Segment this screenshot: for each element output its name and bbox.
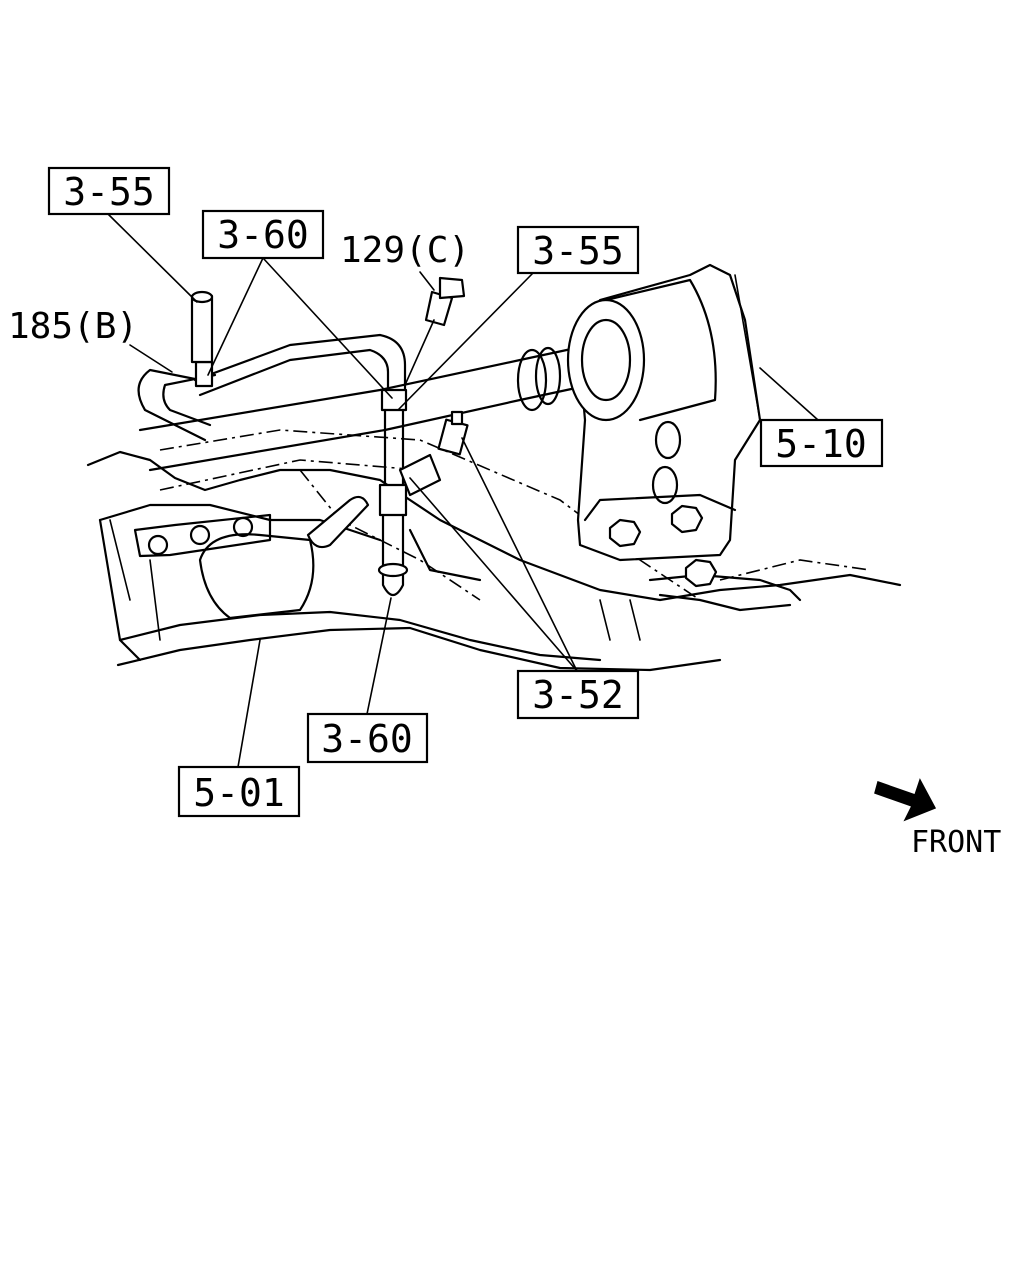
callout-label: 3-52 [532,673,624,717]
callout-label: 185(B) [8,306,138,347]
callout-label: 5-01 [193,771,285,815]
frame-rail [86,429,902,672]
callout-label: 3-60 [321,717,413,761]
callout-3-60-top: 3-60 [201,209,325,260]
callout-label: 129(C) [340,230,470,271]
callout-label: 3-60 [217,213,309,257]
front-label: FRONT [911,825,1001,860]
bushing-bracket [566,263,762,588]
callout-label: 3-55 [532,229,624,273]
callout-label: 3-55 [63,170,155,214]
leader-lines [107,213,819,768]
callout-label: 5-10 [775,422,867,466]
pipe-assembly [137,276,482,597]
callout-129c: 129(C) [340,230,470,271]
callout-3-60-bottom: 3-60 [306,712,429,764]
front-arrow-icon [874,778,937,822]
callout-185b: 185(B) [8,306,138,347]
callout-5-01: 5-01 [177,765,301,818]
callout-3-55-left: 3-55 [47,166,171,216]
stabilizer-bar [138,343,592,472]
callout-3-52: 3-52 [516,669,640,720]
callout-5-10: 5-10 [759,418,884,468]
callout-3-55-right: 3-55 [516,225,640,275]
